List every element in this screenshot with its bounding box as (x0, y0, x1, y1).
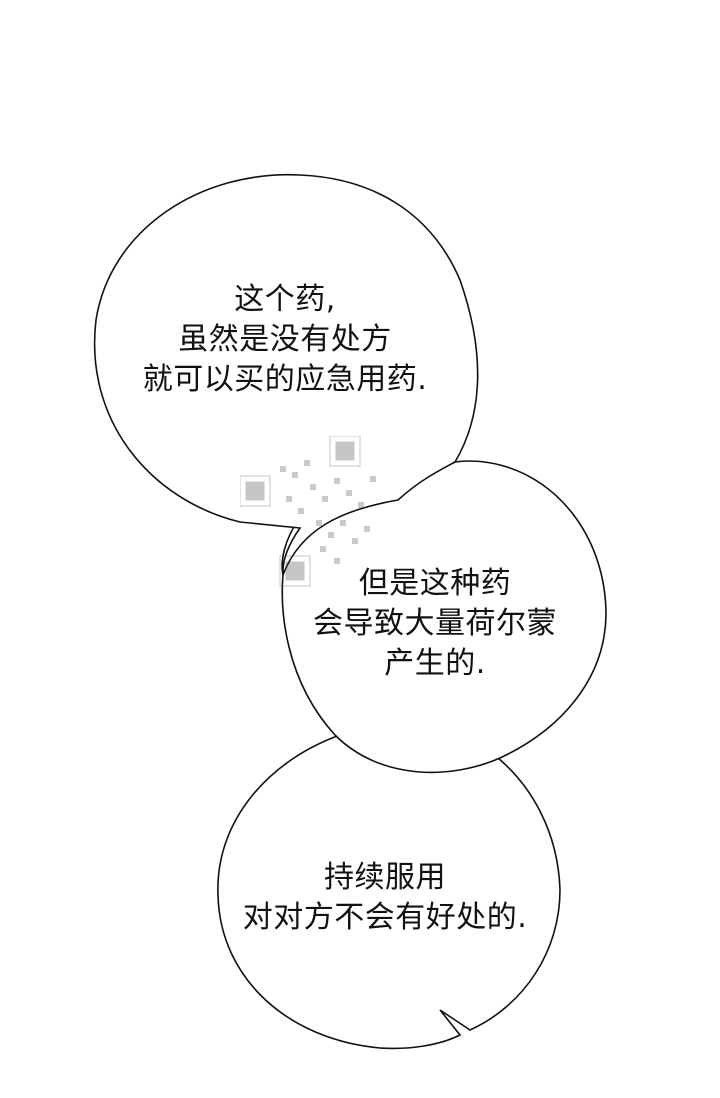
speech-bubble-1-text: 这个药, 虽然是没有处方 就可以买的应急用药. (100, 280, 470, 400)
bubble-1-line-2: 虽然是没有处方 (178, 322, 392, 357)
bubble-2-line-1: 但是这种药 (358, 566, 512, 601)
bubble-2-line-3: 产生的. (384, 646, 486, 681)
bubble-1-line-3: 就可以买的应急用药. (142, 362, 428, 397)
speech-bubble-2-text: 但是这种药 会导致大量荷尔蒙 产生的. (285, 564, 585, 684)
bubble-3-line-2: 对对方不会有好处的. (242, 900, 528, 935)
bubble-2-line-2: 会导致大量荷尔蒙 (313, 606, 557, 641)
speech-bubble-1 (93, 173, 479, 576)
bubble-1-line-1: 这个药, (234, 282, 336, 317)
speech-bubble-3-text: 持续服用 对对方不会有好处的. (220, 858, 550, 938)
bubble-3-line-1: 持续服用 (324, 860, 446, 895)
